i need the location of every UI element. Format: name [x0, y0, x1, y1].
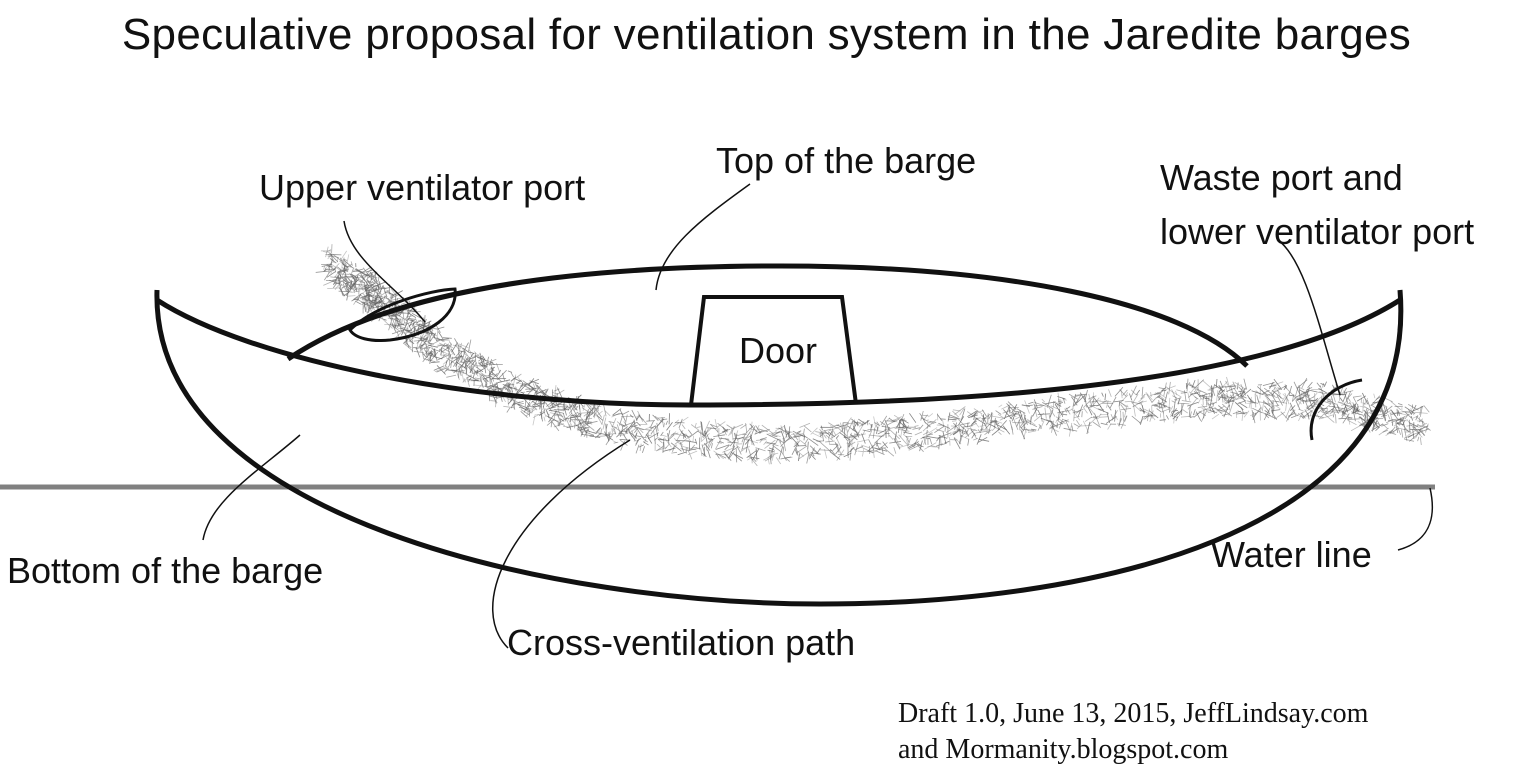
credit-line-2: and Mormanity.blogspot.com: [898, 734, 1229, 765]
upper-ventilator-port: [348, 287, 457, 342]
label-bottom-of-barge: Bottom of the barge: [7, 550, 324, 591]
waste-port: [1309, 378, 1363, 441]
credit-line-1: Draft 1.0, June 13, 2015, JeffLindsay.co…: [898, 698, 1369, 729]
credit-block: Draft 1.0, June 13, 2015, JeffLindsay.co…: [898, 696, 1368, 768]
label-water-line: Water line: [1211, 534, 1372, 575]
label-waste-port-line1: Waste port and: [1160, 157, 1403, 198]
leader-top: [655, 183, 751, 291]
leader-cross-path: [492, 439, 631, 649]
barge-top-oval: [286, 263, 1249, 368]
door-label: Door: [739, 330, 817, 371]
diagram-title: Speculative proposal for ventilation sys…: [121, 10, 1412, 59]
label-cross-ventilation-path: Cross-ventilation path: [507, 622, 856, 663]
label-top-of-barge: Top of the barge: [716, 140, 977, 181]
leader-bottom: [202, 434, 301, 541]
leader-upper-port: [343, 220, 426, 323]
cross-ventilation-airflow: [315, 244, 1431, 467]
leader-waste-port: [1277, 239, 1341, 396]
barge-hull: [154, 289, 1404, 607]
label-upper-ventilator-port: Upper ventilator port: [259, 167, 586, 208]
leader-water-line: [1397, 487, 1434, 551]
door: [689, 295, 858, 406]
label-waste-port-line2: lower ventilator port: [1160, 211, 1475, 252]
